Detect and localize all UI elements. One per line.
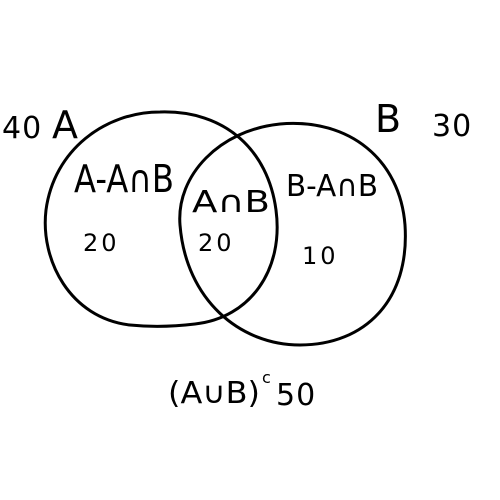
region-intersection-count: 20 [198, 229, 235, 257]
region-a-only-count: 20 [83, 229, 120, 257]
region-b-only-label: B-A∩B [286, 169, 378, 204]
region-a-only-label: A-A∩B [74, 157, 174, 201]
region-intersection-label: A∩B [192, 185, 270, 220]
complement-superscript: c [262, 368, 271, 387]
set-a-total: 40 [2, 111, 42, 146]
set-b-total: 30 [432, 109, 472, 144]
complement-count: 50 [276, 378, 316, 413]
set-a-circle [43, 110, 279, 328]
region-b-only-count: 10 [302, 242, 339, 270]
set-a-label: A [52, 103, 78, 147]
complement-label: (A∪B) [168, 376, 260, 411]
set-b-circle [178, 121, 407, 347]
set-b-label: B [375, 97, 401, 141]
